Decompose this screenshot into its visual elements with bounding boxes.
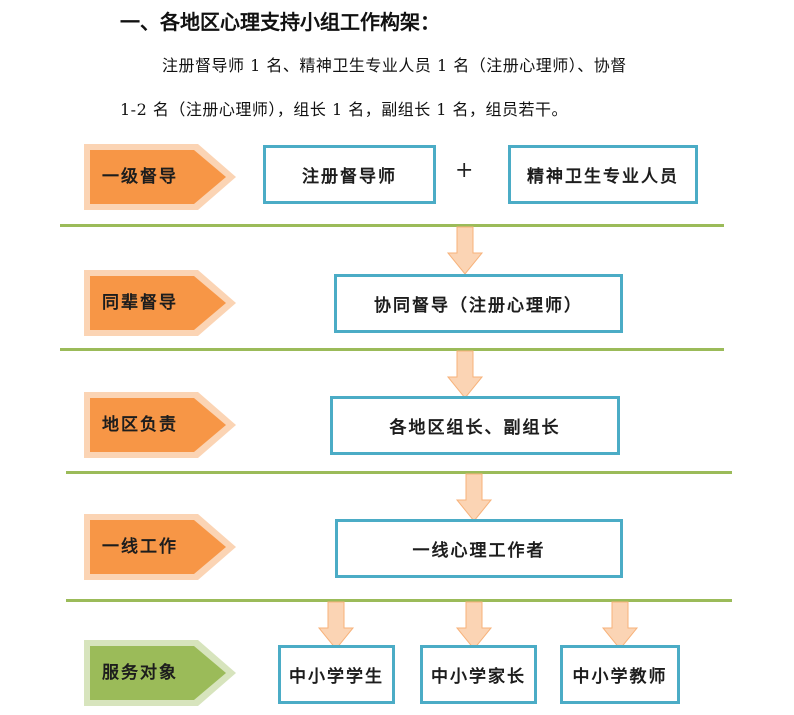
level-tag-1: 一级督导 (80, 140, 240, 214)
level-tag-5: 服务对象 (80, 636, 240, 710)
level-tag-label: 一级督导 (102, 167, 178, 187)
level-tag-label: 同辈督导 (102, 293, 178, 313)
pentagon-arrow-icon (84, 514, 236, 580)
divider-2 (60, 348, 724, 351)
box-regional-leaders: 各地区组长、副组长 (330, 396, 620, 455)
pentagon-arrow-icon (84, 640, 236, 706)
down-arrow-icon (317, 601, 355, 650)
pentagon-arrow-icon (84, 392, 236, 458)
description-line-2: 1-2 名（注册心理师），组长 1 名，副组长 1 名，组员若干。 (120, 100, 569, 119)
level-tag-2: 同辈督导 (80, 266, 240, 340)
section-heading: 一、各地区心理支持小组工作构架： (120, 10, 440, 34)
pentagon-arrow-icon (84, 144, 236, 210)
level-tag-4: 一线工作 (80, 510, 240, 584)
pentagon-arrow-icon (84, 270, 236, 336)
level-tag-3: 地区负责 (80, 388, 240, 462)
level-tag-label: 一线工作 (102, 537, 178, 557)
level-tag-label: 地区负责 (102, 415, 178, 435)
plus-sign: + (455, 158, 474, 183)
box-mental-health-professional: 精神卫生专业人员 (508, 145, 698, 204)
description-line-1: 注册督导师 1 名、精神卫生专业人员 1 名（注册心理师）、协督 (162, 56, 627, 75)
down-arrow-icon (455, 473, 493, 522)
down-arrow-icon (446, 226, 484, 275)
box-peer-supervision: 协同督导（注册心理师） (334, 274, 623, 333)
down-arrow-icon (455, 601, 493, 650)
box-teachers: 中小学教师 (560, 645, 680, 704)
divider-1 (60, 224, 724, 227)
box-parents: 中小学家长 (420, 645, 537, 704)
box-students: 中小学学生 (278, 645, 395, 704)
box-supervisor: 注册督导师 (263, 145, 436, 204)
down-arrow-icon (601, 601, 639, 650)
level-tag-label: 服务对象 (102, 663, 178, 683)
down-arrow-icon (446, 350, 484, 399)
divider-4 (66, 599, 732, 602)
box-frontline-workers: 一线心理工作者 (335, 519, 623, 578)
divider-3 (66, 471, 732, 474)
